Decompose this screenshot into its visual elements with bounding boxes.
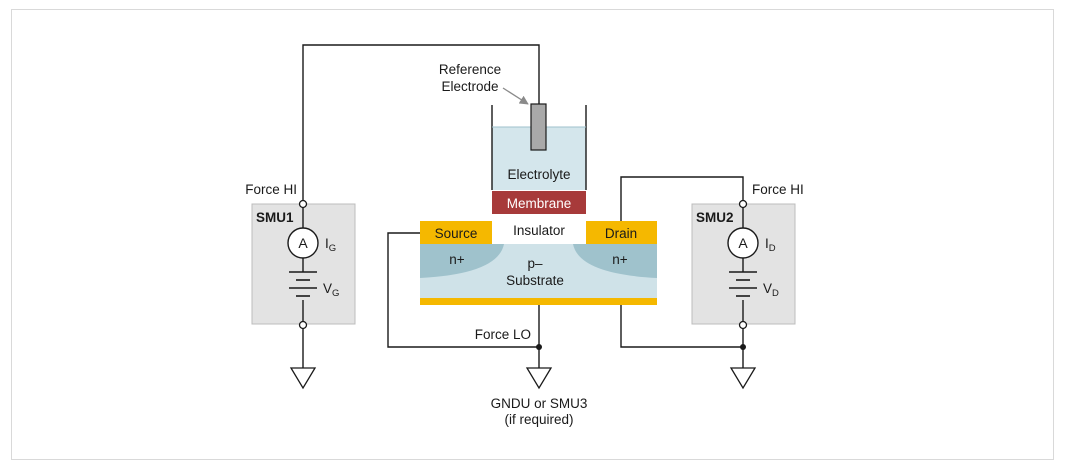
smu1-lo-node	[298, 320, 308, 330]
smu1-voltage-label: VG	[323, 281, 339, 299]
ground-icon-center	[525, 367, 553, 390]
diagram-frame	[11, 9, 1054, 460]
reference-electrode-label-2: Electrode	[441, 79, 498, 94]
smu2-ammeter-icon	[727, 227, 759, 259]
insulator-label: Insulator	[513, 223, 565, 238]
force-hi-left-label: Force HI	[245, 182, 297, 197]
drain-return-junction	[740, 344, 746, 350]
force-lo-label: Force LO	[475, 327, 531, 342]
smu2-current-label: ID	[765, 236, 776, 254]
smu2-label: SMU2	[696, 210, 734, 225]
return-wire	[620, 305, 743, 348]
n-plus-left-region	[420, 244, 504, 278]
n-plus-right-region	[573, 244, 657, 278]
gndu-label-2: (if required)	[504, 412, 573, 427]
membrane-label: Membrane	[507, 196, 572, 211]
force-hi-right-label: Force HI	[752, 182, 804, 197]
substrate-contact	[420, 298, 657, 305]
electrolyte-container	[491, 105, 587, 190]
p-minus-label: p–	[527, 256, 543, 271]
ground-icon-smu1	[289, 367, 317, 390]
smu2-lo-node	[738, 320, 748, 330]
smu1-current-label: IG	[325, 236, 336, 254]
smu1-force-hi-node	[298, 199, 308, 209]
insulator-layer	[492, 217, 586, 244]
n-plus-left-label: n+	[449, 252, 465, 267]
n-plus-right-label: n+	[612, 252, 628, 267]
smu1-battery-icon	[289, 271, 317, 297]
drain-wire	[620, 176, 744, 221]
ground-icon-smu2	[729, 367, 757, 390]
smu1-label: SMU1	[256, 210, 294, 225]
smu2-battery-icon	[729, 271, 757, 297]
smu2-ammeter-symbol: A	[738, 235, 748, 251]
source-wire	[387, 232, 539, 348]
smu2-force-hi-node	[738, 199, 748, 209]
source-label: Source	[435, 226, 478, 241]
electrolyte-label: Electrolyte	[507, 167, 570, 182]
reference-electrode	[530, 103, 547, 151]
source-contact	[420, 221, 492, 244]
gndu-label-1: GNDU or SMU3	[491, 396, 588, 411]
smu1-ammeter-icon	[287, 227, 319, 259]
smu2-voltage-label: VD	[763, 281, 779, 299]
membrane-layer	[492, 191, 586, 214]
substrate-label: Substrate	[506, 273, 564, 288]
reference-electrode-label-1: Reference	[439, 62, 501, 77]
smu1-ammeter-symbol: A	[298, 235, 308, 251]
force-lo-junction	[536, 344, 542, 350]
drain-label: Drain	[605, 226, 637, 241]
gate-wire	[302, 44, 540, 204]
reference-electrode-arrow	[502, 87, 529, 105]
drain-contact	[586, 221, 657, 244]
